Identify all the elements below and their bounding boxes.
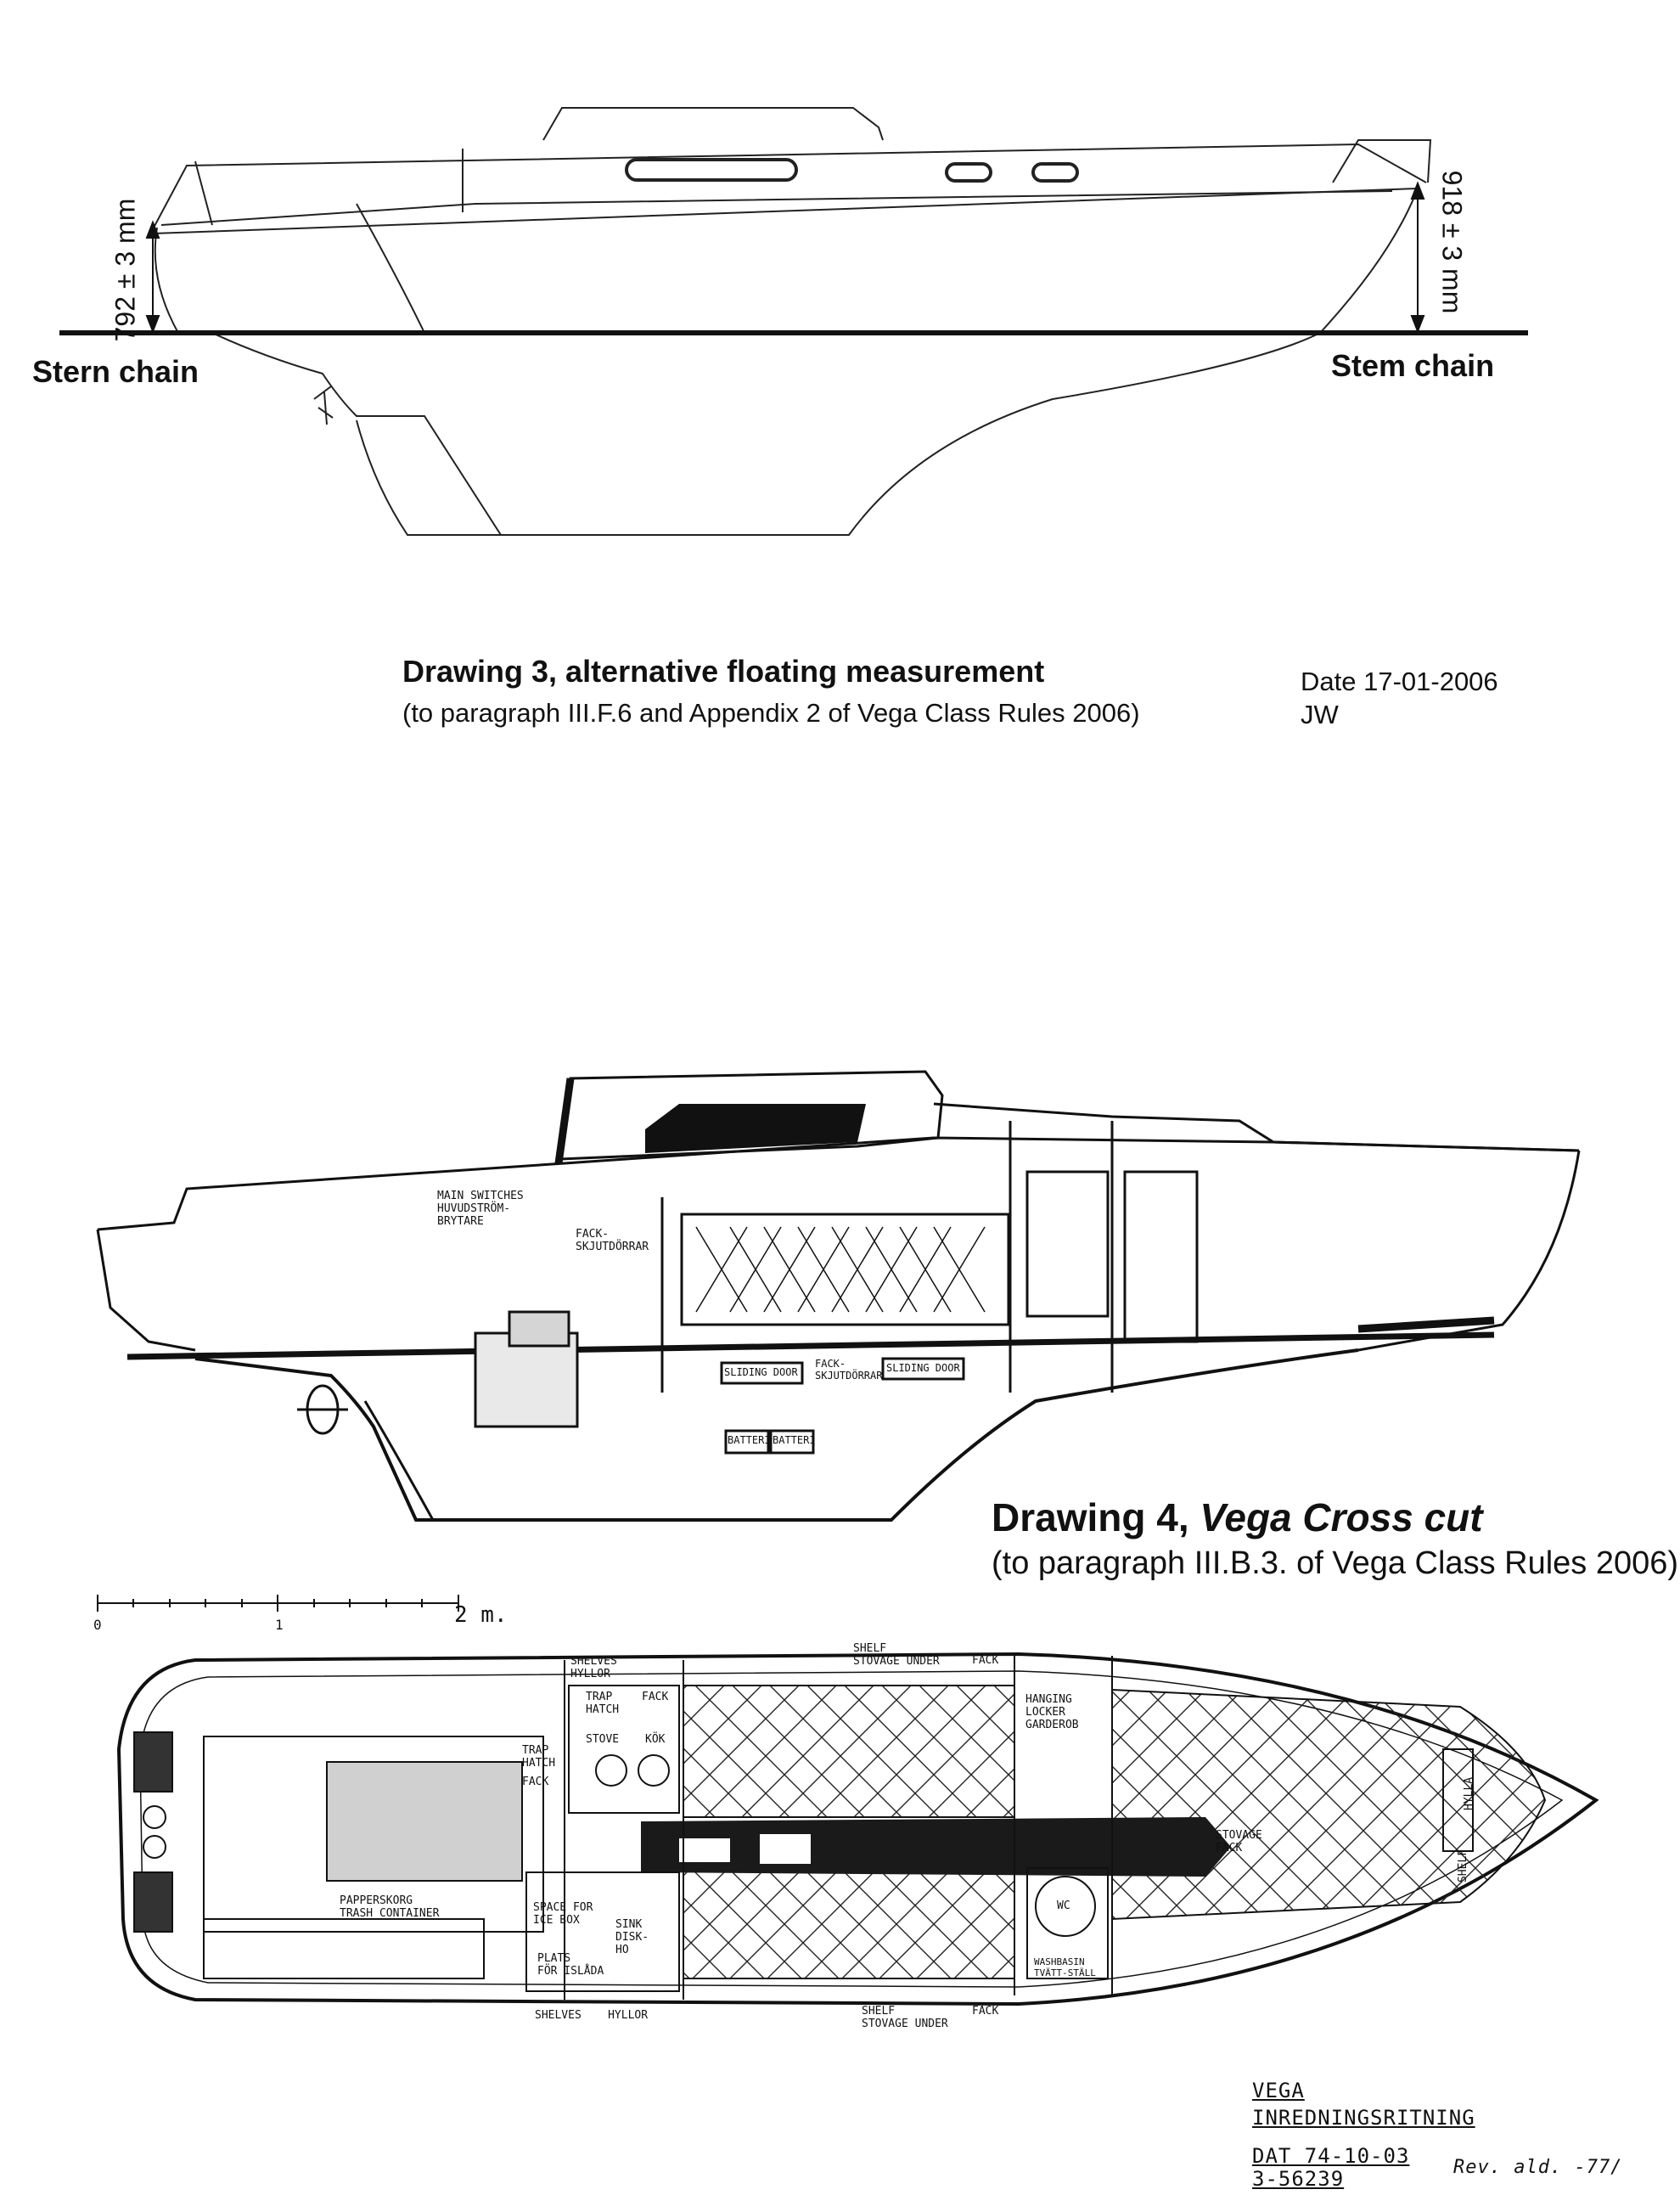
fack-skjutdorrar-label-top: FACK- SKJUTDÖRRAR — [576, 1228, 649, 1253]
shelf-label: SHELF — [1457, 1849, 1470, 1883]
papperskorg-label: PAPPERSKORG TRASH CONTAINER — [340, 1894, 440, 1920]
main-switches-label: MAIN SWITCHES HUVUDSTRÖM- BRYTARE — [437, 1190, 524, 1228]
stem-chain-label: Stem chain — [1331, 348, 1495, 383]
trap-hatch-left: TRAP HATCH — [522, 1744, 556, 1770]
battery-label-1: BATTERI — [728, 1434, 771, 1446]
trap-hatch-top: TRAP HATCH — [586, 1691, 620, 1716]
fack-skjutdorrar-label-mid: FACK- SKJUTDÖRRAR — [815, 1358, 883, 1382]
fack-bottom: FACK — [972, 2005, 999, 2018]
shelf-stovage-bottom: SHELF STOVAGE UNDER — [862, 2005, 948, 2030]
drawing4-subtitle: (to paragraph III.B.3. of Vega Class Rul… — [992, 1545, 1679, 1581]
sink-label: SINK DISK- HO — [615, 1918, 649, 1956]
scale-two: 2 m. — [454, 1602, 508, 1628]
washbasin-label: WASHBASIN TVÄTT-STÄLL — [1034, 1956, 1096, 1978]
sliding-door-label-1: SLIDING DOOR — [724, 1366, 798, 1378]
hanging-locker-label: HANGING LOCKER GARDEROB — [1025, 1693, 1079, 1731]
stovage-fack-label: STOVAGE FACK — [1216, 1829, 1262, 1854]
drawing4-title-prefix: Drawing 4, — [992, 1495, 1200, 1539]
shelf-stovage-top: SHELF STOVAGE UNDER — [853, 1642, 940, 1668]
scale-one: 1 — [275, 1617, 284, 1633]
fack-trap: FACK — [642, 1691, 669, 1703]
stamp-revision: Rev. ald. -77/ — [1453, 2157, 1623, 2178]
stern-chain-label: Stern chain — [32, 354, 199, 389]
stamp-date: DAT 74-10-03 — [1252, 2144, 1410, 2168]
sliding-door-label-2: SLIDING DOOR — [886, 1362, 960, 1374]
wc-label: WC — [1057, 1900, 1070, 1912]
shelves-hyllor-bottom: SHELVES HYLLOR — [535, 2009, 649, 2022]
drawing3-subtitle: (to paragraph III.F.6 and Appendix 2 of … — [402, 698, 1140, 728]
stamp-vega: VEGA — [1252, 2079, 1305, 2102]
drawing4-cross-section — [96, 1070, 1581, 1522]
hylla-label: HYLLA — [1463, 1776, 1476, 1811]
fack-left: FACK — [522, 1776, 549, 1788]
battery-label-2: BATTERI — [773, 1434, 816, 1446]
drawing3-date: Date 17-01-2006 — [1301, 667, 1498, 696]
stamp-inredningsritning: INREDNINGSRITNING — [1252, 2106, 1475, 2130]
plats-islada-label: PLATS FÖR ISLÅDA — [537, 1952, 604, 1978]
drawing3-author: JW — [1301, 700, 1339, 729]
drawing4-title: Drawing 4, Vega Cross cut — [992, 1494, 1483, 1540]
drawing3-title: Drawing 3, alternative floating measurem… — [402, 654, 1045, 689]
space-ice-box-label: SPACE FOR ICE BOX — [533, 1901, 593, 1927]
kok-label: KÖK — [645, 1733, 666, 1746]
fack-top: FACK — [972, 1654, 999, 1667]
shelves-hyllor-top: SHELVES HYLLOR — [570, 1655, 617, 1680]
stove-label: STOVE — [586, 1733, 620, 1746]
drawing4-title-italic: Vega Cross cut — [1200, 1495, 1483, 1539]
drawing3-hull-profile — [59, 107, 1528, 536]
stamp-number: 3-56239 — [1252, 2167, 1345, 2191]
scale-zero: 0 — [93, 1617, 102, 1633]
